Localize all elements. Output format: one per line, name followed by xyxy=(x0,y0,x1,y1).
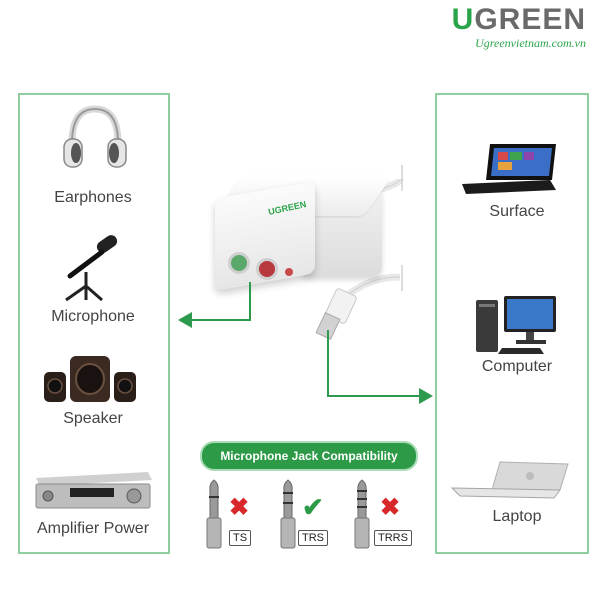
headphones-icon xyxy=(63,105,127,168)
arrow-left-icon xyxy=(178,312,192,328)
device-label-amplifier-power: Amplifier Power xyxy=(36,520,150,537)
device-label-microphone: Microphone xyxy=(51,308,135,325)
usb-cable xyxy=(315,165,404,341)
compatibility-title: Microphone Jack Compatibility xyxy=(200,441,418,471)
microphone-icon xyxy=(65,235,118,302)
ts-plug-icon xyxy=(206,479,222,549)
laptop-icon xyxy=(450,461,569,499)
ts-cross-icon: ✖ xyxy=(229,494,250,521)
jack-type-trs: TRS xyxy=(298,530,328,546)
jack-type-ts: TS xyxy=(229,530,252,546)
tablet-icon xyxy=(462,144,556,194)
trs-plug-icon xyxy=(280,479,296,549)
input-arrow-stem xyxy=(327,330,329,396)
ugreen-logo: UGREEN xyxy=(451,3,586,36)
input-arrow-line xyxy=(327,395,421,397)
headphone-jack-port xyxy=(228,252,250,274)
device-label-laptop: Laptop xyxy=(492,508,542,525)
device-label-surface: Surface xyxy=(489,203,545,220)
device-label-earphones: Earphones xyxy=(54,189,132,206)
output-arrow-stem xyxy=(249,282,251,321)
output-arrow-line xyxy=(188,319,250,321)
device-label-computer: Computer xyxy=(481,358,553,375)
brand-header: UGREEN Ugreenvietnam.com.vn xyxy=(452,4,586,51)
brand-website: Ugreenvietnam.com.vn xyxy=(475,36,586,50)
amplifier-icon xyxy=(35,472,152,509)
trrs-cross-icon: ✖ xyxy=(380,494,401,521)
trs-check-icon: ✔ xyxy=(302,492,324,522)
indicator-led xyxy=(285,268,293,276)
device-label-speaker: Speaker xyxy=(63,410,123,427)
speaker-icon xyxy=(44,356,136,402)
microphone-jack-port xyxy=(256,258,278,280)
computer-icon xyxy=(476,296,556,354)
jack-type-trrs: TRRS xyxy=(374,530,412,546)
arrow-right-icon xyxy=(419,388,433,404)
trrs-plug-icon xyxy=(354,479,370,549)
